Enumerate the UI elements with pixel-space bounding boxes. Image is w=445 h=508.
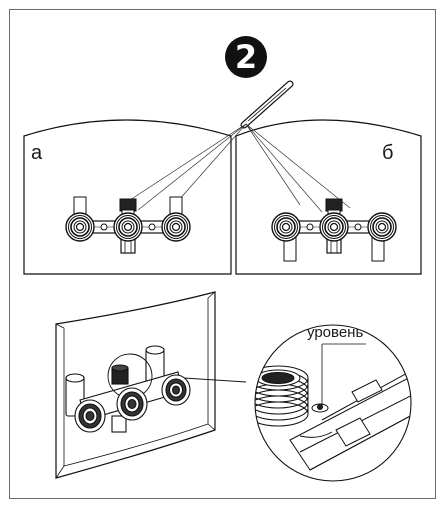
level-label: уровень bbox=[307, 324, 364, 341]
step-number: 2 bbox=[234, 38, 258, 76]
sight-lines bbox=[129, 123, 351, 213]
panel-b-label: б bbox=[382, 142, 394, 164]
step-badge bbox=[225, 36, 267, 78]
panel-a-label: а bbox=[31, 142, 43, 164]
spirit-level-tool bbox=[240, 80, 294, 129]
detail-leader bbox=[183, 377, 247, 383]
manifold-panel-b bbox=[271, 198, 397, 262]
manifold-perspective bbox=[65, 345, 191, 433]
magnified-detail bbox=[254, 324, 412, 482]
outer-frame bbox=[9, 9, 436, 499]
